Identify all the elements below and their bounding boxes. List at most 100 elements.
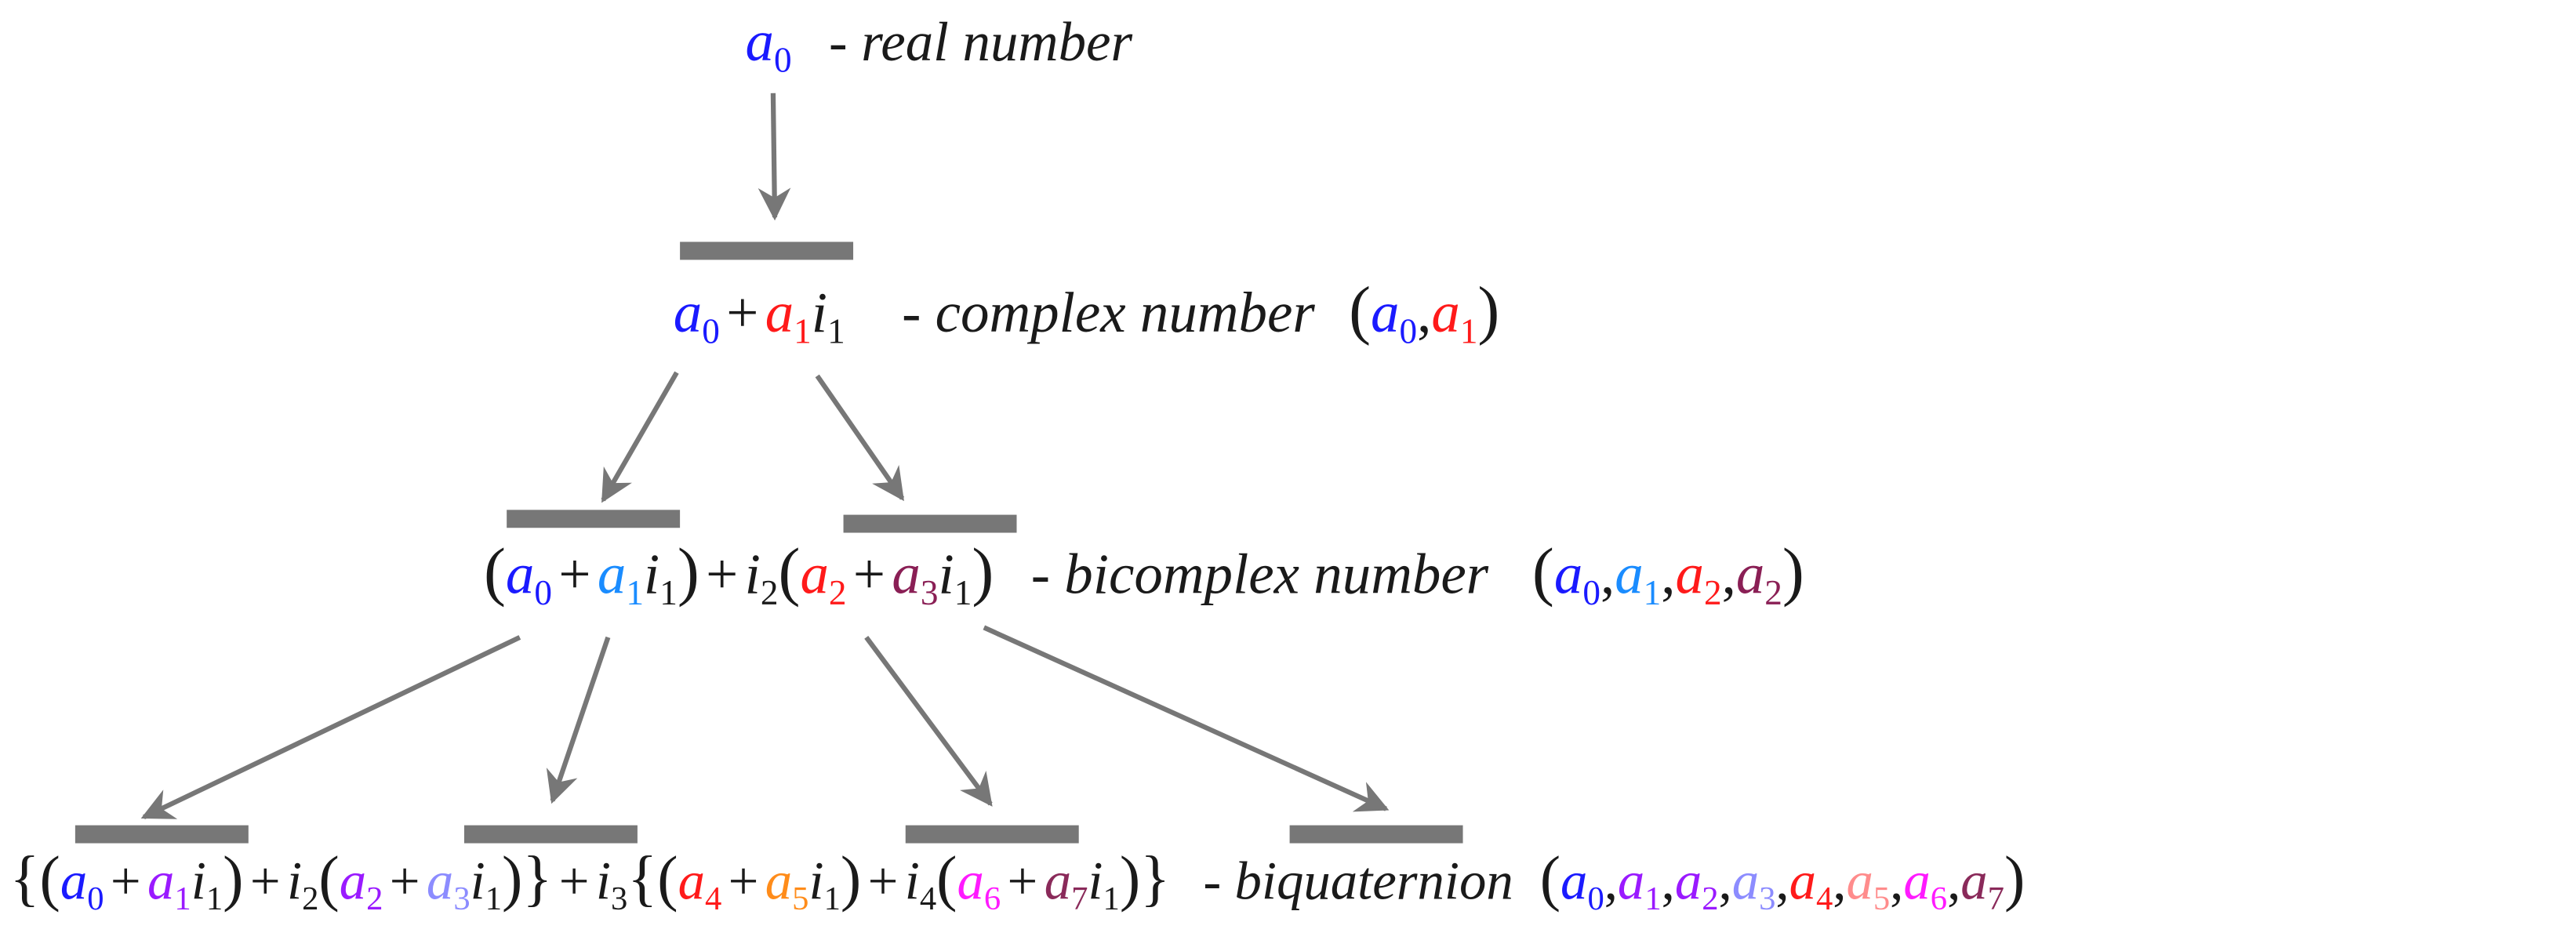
subscript: 1 — [205, 881, 223, 918]
complex-term-a0: a0 — [673, 281, 720, 350]
symbol: i — [191, 853, 206, 913]
subscript: 1 — [659, 573, 678, 613]
subscript: 1 — [794, 311, 812, 352]
paren: ) — [223, 844, 244, 914]
subscript: 6 — [983, 881, 1001, 918]
plus-sign: + — [1007, 853, 1038, 913]
symbol: i — [470, 853, 485, 913]
biquaternion-label: - biquaternion — [1203, 853, 1513, 913]
symbol: i — [811, 281, 828, 345]
symbol: i — [904, 853, 920, 913]
paren: ) — [1782, 534, 1804, 608]
subscript: 2 — [302, 881, 319, 918]
symbol: a — [1371, 281, 1400, 345]
symbol: a — [673, 281, 703, 345]
tuple-a7: a7 — [1960, 853, 2004, 917]
biq-term-a6: a6 — [957, 853, 1001, 917]
tuple-a0: a0 — [1371, 281, 1417, 350]
subscript: 2 — [1702, 881, 1719, 918]
symbol: i — [1088, 853, 1103, 913]
tuple-a5: a5 — [1846, 853, 1890, 917]
arrow-real-to-complex — [758, 93, 791, 221]
subscript: 1 — [1643, 573, 1662, 613]
tuple-a1: a1 — [1431, 281, 1477, 350]
symbol: a — [1903, 853, 1931, 913]
complex-tuple: (a0,a1) — [1349, 277, 1499, 350]
subscript: 0 — [702, 311, 720, 352]
symbol: i — [808, 853, 824, 913]
subscript: 1 — [1103, 881, 1120, 918]
bar-biquat-4 — [1289, 825, 1463, 844]
comma: , — [1721, 543, 1736, 607]
comma: , — [1661, 543, 1676, 607]
subscript: 5 — [792, 881, 809, 918]
tuple-a2: a2 — [1675, 543, 1722, 611]
bicomplex-unit-i1: i1 — [644, 543, 678, 611]
comma: , — [1417, 281, 1432, 345]
arrow-bicomplex-to-biquat-2 — [546, 636, 611, 804]
biquaternion-tuple: (a0,a1,a2,a3,a4,a5,a6,a7) — [1540, 848, 2026, 917]
bicomplex-term-a0: a0 — [506, 543, 552, 611]
symbol: a — [597, 543, 627, 607]
paren: ) — [2004, 844, 2026, 914]
paren: ) — [972, 534, 994, 608]
subscript: 1 — [1644, 881, 1662, 918]
symbol: a — [1789, 853, 1816, 913]
arrow-bicomplex-to-biquat-1 — [140, 635, 521, 820]
bicomplex-term-a1: a1 — [597, 543, 644, 611]
biq-unit-i3: i3 — [595, 853, 627, 917]
complex-number-label: - complex number — [902, 281, 1315, 345]
symbol: a — [1675, 543, 1704, 607]
symbol: a — [1731, 853, 1760, 913]
comma: , — [1718, 853, 1732, 913]
symbol: a — [147, 853, 175, 913]
symbol: a — [1615, 543, 1644, 607]
symbol: i — [938, 543, 954, 607]
comma: , — [1661, 853, 1675, 913]
subscript: 4 — [704, 881, 722, 918]
subscript: 3 — [453, 881, 471, 918]
comma: , — [1947, 853, 1961, 913]
biq-term-a3: a3 — [427, 853, 471, 917]
plus-sign: + — [726, 281, 759, 345]
subscript: 2 — [1703, 573, 1722, 613]
subscript: 2 — [760, 573, 779, 613]
comma: , — [1600, 543, 1615, 607]
arrow-complex-to-bicomplex-left — [601, 371, 679, 503]
tuple-a2-b: a2 — [1736, 543, 1782, 611]
subscript: 1 — [827, 311, 845, 352]
real-term-a0: a0 — [745, 9, 791, 78]
real-a-symbol: a — [745, 9, 774, 74]
biq-term-a0: a0 — [60, 853, 104, 917]
paren: ) — [1477, 273, 1500, 347]
bicomplex-term-a2: a2 — [800, 543, 846, 611]
comma: , — [1833, 853, 1847, 913]
subscript: 7 — [1071, 881, 1088, 918]
plus-sign: + — [728, 853, 759, 913]
biq-unit-i4: i4 — [904, 853, 936, 917]
symbol: a — [765, 281, 794, 345]
plus-sign: + — [867, 853, 899, 913]
symbol: i — [595, 853, 611, 913]
arrow-bicomplex-to-biquat-4 — [983, 625, 1390, 812]
subscript: 3 — [610, 881, 628, 918]
biq-unit-i1-b: i1 — [470, 853, 502, 917]
paren: ( — [483, 534, 506, 608]
comma: , — [1890, 853, 1904, 913]
tuple-a6: a6 — [1903, 853, 1947, 917]
subscript: 2 — [1764, 573, 1782, 613]
subscript: 0 — [1399, 311, 1418, 352]
subscript: 4 — [1815, 881, 1833, 918]
tuple-a4: a4 — [1789, 853, 1833, 917]
real-number-row: a0 - real number — [745, 13, 1132, 80]
symbol: a — [1560, 853, 1588, 913]
bicomplex-number-row: (a0+a1i1)+i2(a2+a3i1) - bicomplex number… — [484, 539, 1804, 612]
tuple-a0: a0 — [1560, 853, 1604, 917]
bicomplex-tuple: (a0,a1,a2,a2) — [1532, 539, 1804, 612]
arrow-bicomplex-to-biquat-3 — [864, 636, 993, 807]
symbol: a — [1846, 853, 1873, 913]
symbol: a — [1617, 853, 1645, 913]
subscript: 1 — [1459, 311, 1478, 352]
